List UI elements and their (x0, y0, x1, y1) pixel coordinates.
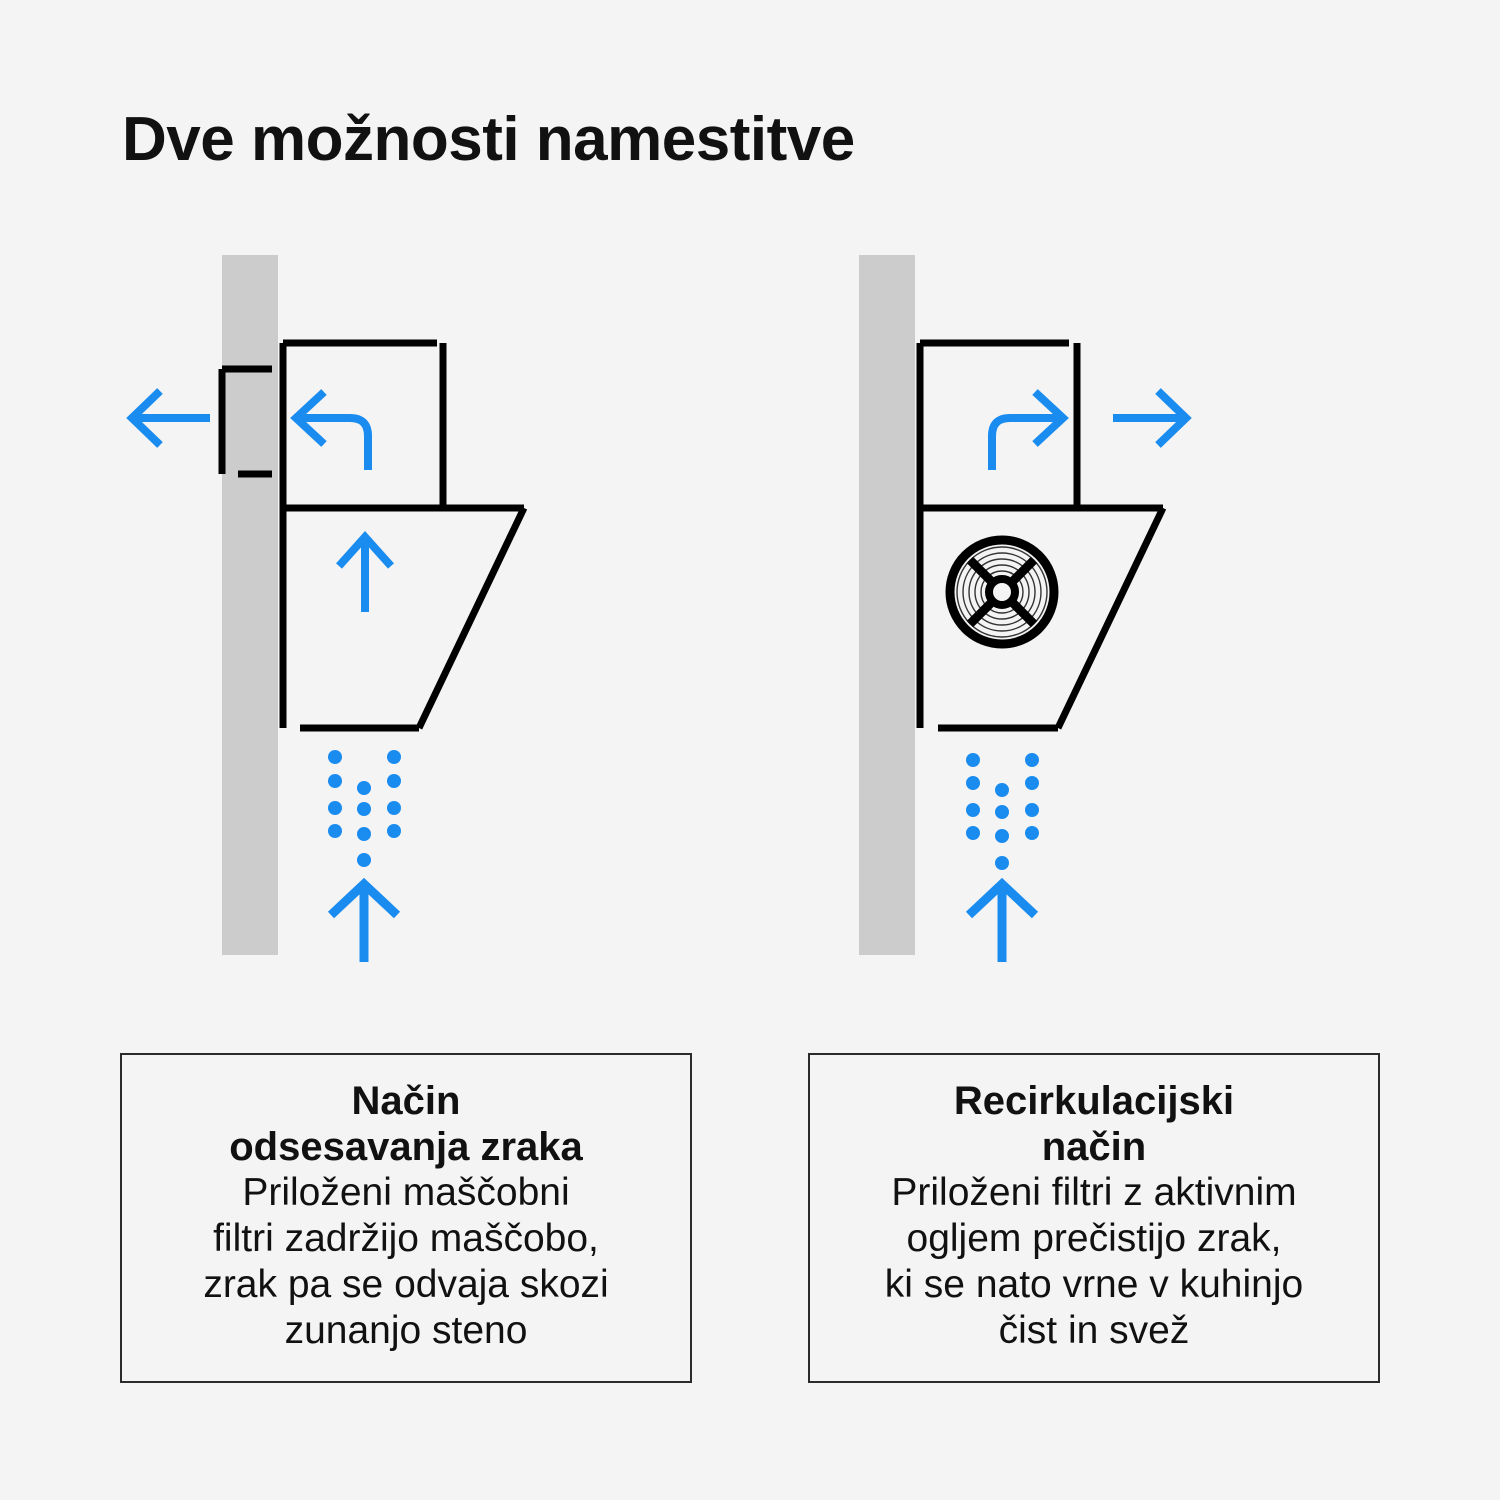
recirculation-mode-diagram (859, 255, 1192, 962)
carbon-filter-fan (945, 535, 1059, 649)
caption-box-extraction: Način odsesavanja zraka Priloženi maščob… (120, 1053, 692, 1383)
grease-particles (966, 753, 1039, 870)
chimney-turn-arrow (290, 389, 372, 470)
outdoor-exhaust-arrow (126, 388, 210, 448)
caption-box-recirculation: Recirkulacijski način Priloženi filtri z… (808, 1053, 1380, 1383)
diagrams-canvas (126, 255, 1192, 962)
chimney-turn-arrow (988, 389, 1069, 470)
kitchen-return-arrow (1113, 388, 1192, 448)
caption-heading-extraction: Način odsesavanja zraka (229, 1078, 583, 1169)
chimney (916, 339, 1081, 508)
cooking-vapour-arrow (327, 877, 401, 962)
exterior-wall (859, 255, 915, 955)
caption-body-extraction: Priloženi maščobni filtri zadržijo maščo… (203, 1171, 609, 1353)
extraction-mode-diagram (126, 255, 528, 962)
grease-particles (328, 750, 401, 867)
hood-body (916, 504, 1167, 732)
chimney (279, 339, 447, 508)
wall-duct (218, 365, 272, 478)
page-title: Dve možnosti namestitve (122, 105, 855, 174)
caption-body-recirculation: Priloženi filtri z aktivnim ogljem preči… (884, 1171, 1304, 1353)
hood-intake-arrow (336, 531, 394, 612)
cooking-vapour-arrow (965, 877, 1039, 962)
hood-body (279, 504, 528, 732)
caption-heading-recirculation: Recirkulacijski način (953, 1078, 1235, 1169)
exterior-wall (222, 255, 278, 955)
